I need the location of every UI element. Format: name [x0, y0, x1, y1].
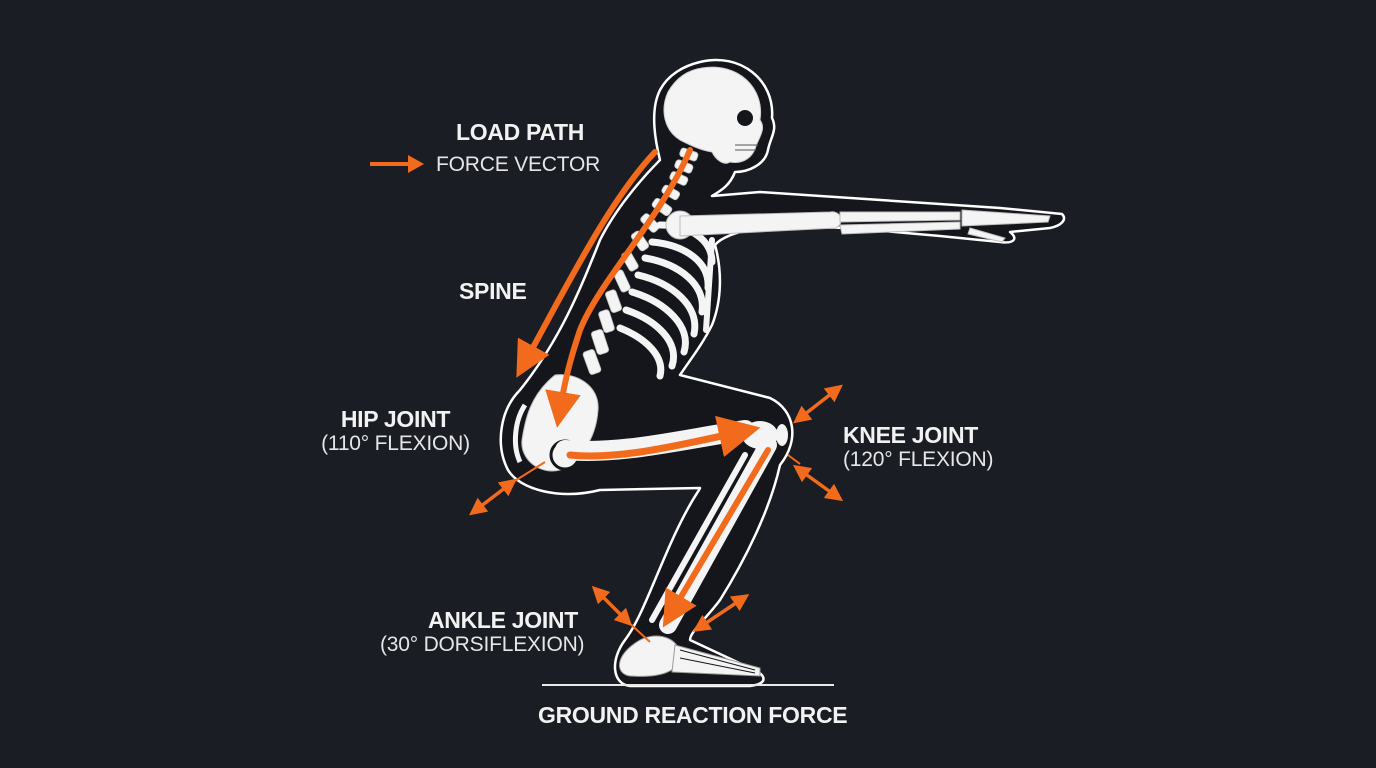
- load-path-arrows: [516, 147, 771, 628]
- arm-bones: [665, 209, 1051, 243]
- hip-title: HIP JOINT: [340, 406, 451, 432]
- legend-title: LOAD PATH: [455, 119, 585, 145]
- hip-joint-label: HIP JOINT (110° FLEXION): [318, 406, 473, 457]
- legend-item-label: FORCE VECTOR: [436, 153, 601, 176]
- ankle-subtitle: (30° DORSIFLEXION): [380, 633, 585, 657]
- knee-subtitle: (120° FLEXION): [843, 448, 994, 472]
- joint-force-arrows: [469, 384, 844, 643]
- legend: LOAD PATH: [440, 119, 600, 145]
- right-arrow-icon: [370, 155, 424, 173]
- spine-label: SPINE: [459, 278, 527, 304]
- hip-subtitle: (110° FLEXION): [321, 432, 470, 456]
- ankle-title: ANKLE JOINT: [427, 607, 578, 633]
- legend-item: FORCE VECTOR: [436, 153, 600, 177]
- ground-reaction-label: GROUND REACTION FORCE: [538, 702, 848, 728]
- knee-joint-label: KNEE JOINT (120° FLEXION): [843, 422, 994, 473]
- ground-title: GROUND REACTION FORCE: [538, 702, 848, 728]
- knee-title: KNEE JOINT: [843, 422, 979, 448]
- sternum: [703, 237, 715, 333]
- skull: [663, 66, 763, 164]
- foot-bones: [618, 635, 761, 677]
- spine-title: SPINE: [459, 278, 527, 304]
- patella: [776, 424, 788, 446]
- ankle-joint-label: ANKLE JOINT (30° DORSIFLEXION): [380, 607, 585, 658]
